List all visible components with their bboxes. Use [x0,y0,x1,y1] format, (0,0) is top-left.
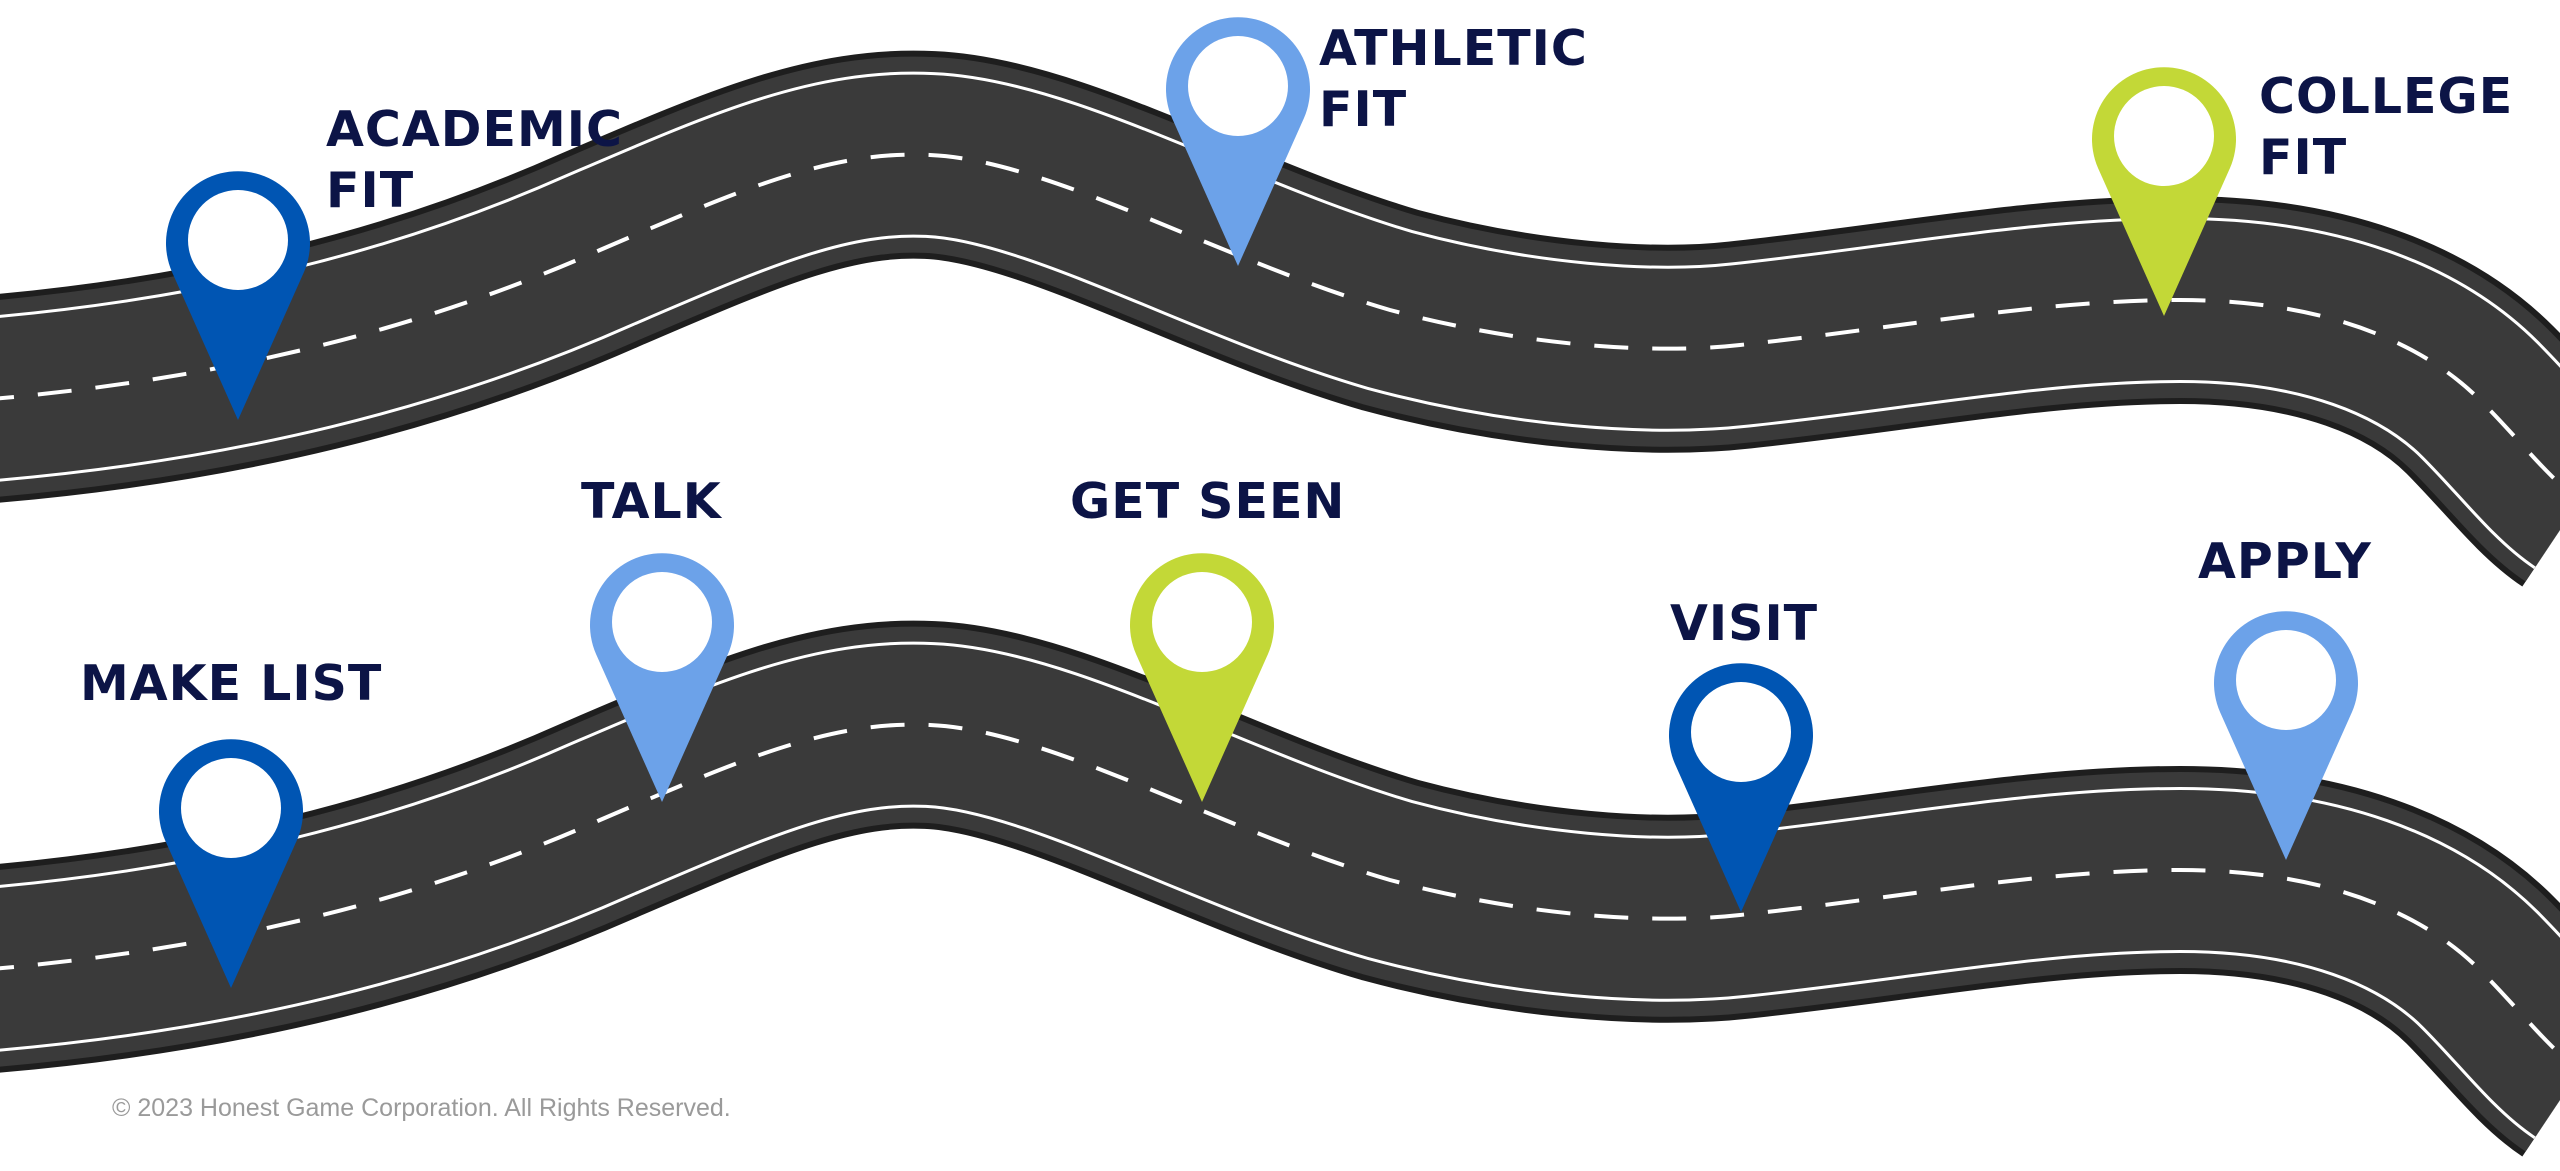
location-pins [159,17,2358,988]
location-pin-icon-visit [1669,663,1813,912]
milestone-label-line: ACADEMIC [326,101,623,158]
milestone-label-line: GET SEEN [1070,473,1346,530]
road-center-dash [0,152,2560,487]
milestone-label-athletic-fit: ATHLETIC FIT [1319,18,1588,140]
road-bottom [0,620,2560,1157]
copyright-notice: © 2023 Honest Game Corporation. All Righ… [112,1094,731,1122]
milestone-label-line: COLLEGE [2259,68,2514,125]
milestone-label-line: FIT [326,162,415,219]
location-pin-icon-get-seen [1129,553,1275,802]
milestone-label-college-fit: COLLEGE FIT [2259,66,2513,188]
location-pin-icon-apply [2214,611,2358,860]
milestone-label-line: VISIT [1670,595,1819,652]
milestone-label-line: TALK [581,473,722,530]
location-pin-icon-college-fit [2092,67,2236,316]
milestone-label-line: MAKE LIST [80,655,383,712]
road-center-dash [0,722,2560,1057]
road-top [0,50,2560,587]
location-pin-icon-make-list [159,739,303,988]
milestone-label-line: ATHLETIC [1319,20,1588,77]
milestone-label-line: FIT [1319,81,1408,138]
milestone-label-line: APPLY [2198,533,2372,590]
milestone-label-line: FIT [2259,129,2348,186]
location-pin-icon-academic-fit [166,171,310,420]
location-pin-icon-athletic-fit [1166,17,1311,266]
milestone-label-visit: VISIT [1670,593,1818,654]
milestone-label-talk: TALK [581,471,722,532]
milestone-label-get-seen: GET SEEN [1070,471,1345,532]
roads [0,50,2560,1157]
milestone-label-make-list: MAKE LIST [80,653,382,714]
milestone-label-apply: APPLY [2198,531,2372,592]
milestone-label-academic-fit: ACADEMIC FIT [326,99,623,221]
location-pin-icon-talk [590,553,734,802]
